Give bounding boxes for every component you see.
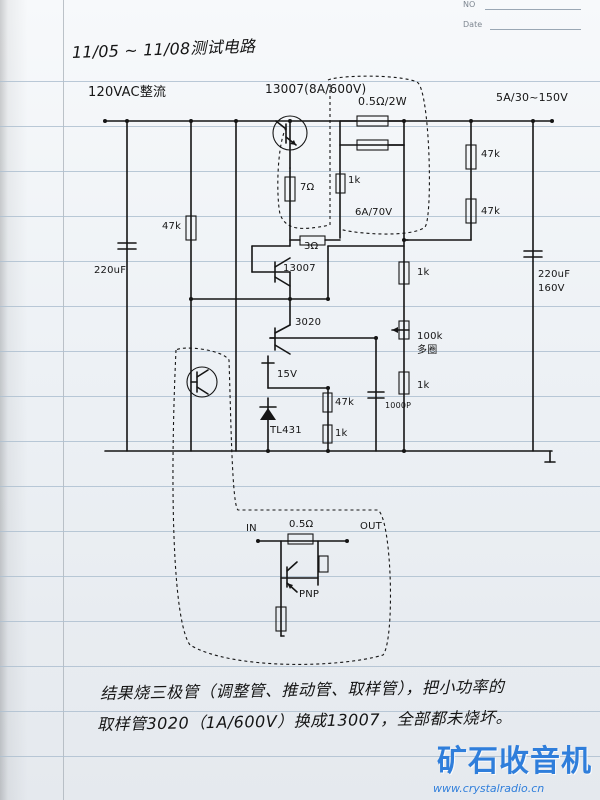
bottom-inset-circuit: [256, 533, 349, 637]
junction-dots: [103, 119, 554, 453]
notebook-no-line: [485, 9, 581, 10]
inset-out-label: OUT: [360, 521, 382, 532]
zener-15v-label: 15V: [277, 369, 298, 380]
inset-pnp-label: PNP: [299, 589, 320, 600]
ruled-line: [0, 486, 600, 487]
main-wiring: [104, 120, 556, 463]
lower-47k-resistor: [322, 392, 333, 413]
ruled-line: [0, 306, 600, 307]
notebook-date-label: Date: [463, 20, 483, 29]
ruled-line: [0, 576, 600, 577]
right-res-2-label: 47k: [481, 206, 501, 217]
right-res-4-label: 1k: [417, 380, 430, 391]
dashed-modules: [172, 75, 430, 665]
inset-shunt-label: 0.5Ω: [289, 519, 314, 530]
r7-resistor: [284, 176, 296, 202]
transistor-3020-label: 3020: [295, 317, 322, 328]
output-cap-label: 220uF 160V: [538, 269, 571, 294]
tl431: [259, 397, 277, 452]
ruled-line: [0, 171, 600, 172]
r7-label: 7Ω: [300, 182, 315, 193]
lower-1k-resistor: [322, 424, 333, 444]
right-resistor-chain: [391, 144, 477, 395]
ruled-line: [0, 81, 600, 82]
ruled-line: [0, 711, 600, 712]
notebook-no-label: NO: [463, 0, 476, 9]
r1k-top-label: 1k: [348, 175, 361, 186]
pot-label: 100k 多圈: [417, 331, 443, 356]
ruled-line: [0, 261, 600, 262]
ruled-line: [0, 126, 600, 127]
top-pass-transistor: [272, 115, 308, 151]
right-output-capacitor: [523, 250, 543, 258]
ruled-line: [0, 216, 600, 217]
tl431-label: TL431: [270, 425, 302, 436]
protection-transistor: [186, 366, 218, 398]
zener-15v: [261, 355, 275, 389]
r1k-top: [335, 173, 346, 194]
transistor-3020: [269, 324, 291, 355]
ruled-line: [0, 621, 600, 622]
ruled-line: [0, 756, 600, 757]
inset-in-label: IN: [246, 523, 257, 534]
notebook-date-line: [490, 29, 581, 30]
watermark-url: www.crystalradio.cn: [433, 782, 545, 795]
left-filter-capacitor: [117, 242, 137, 250]
lower-13007-label: 13007: [283, 263, 316, 274]
ruled-line: [0, 396, 600, 397]
ruled-line: [0, 531, 600, 532]
right-res-3-label: 1k: [417, 267, 430, 278]
lower-47k-label: 47k: [335, 397, 355, 408]
shunt-resistor-label: 0.5Ω/2W: [358, 95, 407, 108]
left-capacitor-label: 220uF: [94, 265, 127, 276]
cap-1000p: [367, 391, 385, 399]
input-label: 120VAC整流: [88, 85, 167, 100]
notebook-binding-line: [63, 0, 64, 800]
spec-label: 6A/70V: [355, 207, 393, 218]
left-resistor-47k: [185, 215, 197, 241]
output-label: 5A/30~150V: [496, 91, 568, 104]
top-shunt-resistors: [339, 115, 405, 239]
ruled-line: [0, 666, 600, 667]
left-resistor-label: 47k: [162, 221, 182, 232]
top-transistor-label: 13007(8A/600V): [265, 82, 367, 96]
lower-13007-transistor: [274, 257, 291, 287]
right-res-1-label: 47k: [481, 149, 501, 160]
watermark-brand: 矿石收音机: [437, 744, 592, 779]
r3-label: 3Ω: [304, 241, 319, 252]
ruled-line: [0, 441, 600, 442]
r3-resistor: [289, 235, 341, 246]
lower-1k-label: 1k: [335, 428, 348, 439]
ruled-line: [0, 351, 600, 352]
cap-1000p-label: 1000P: [385, 401, 412, 410]
